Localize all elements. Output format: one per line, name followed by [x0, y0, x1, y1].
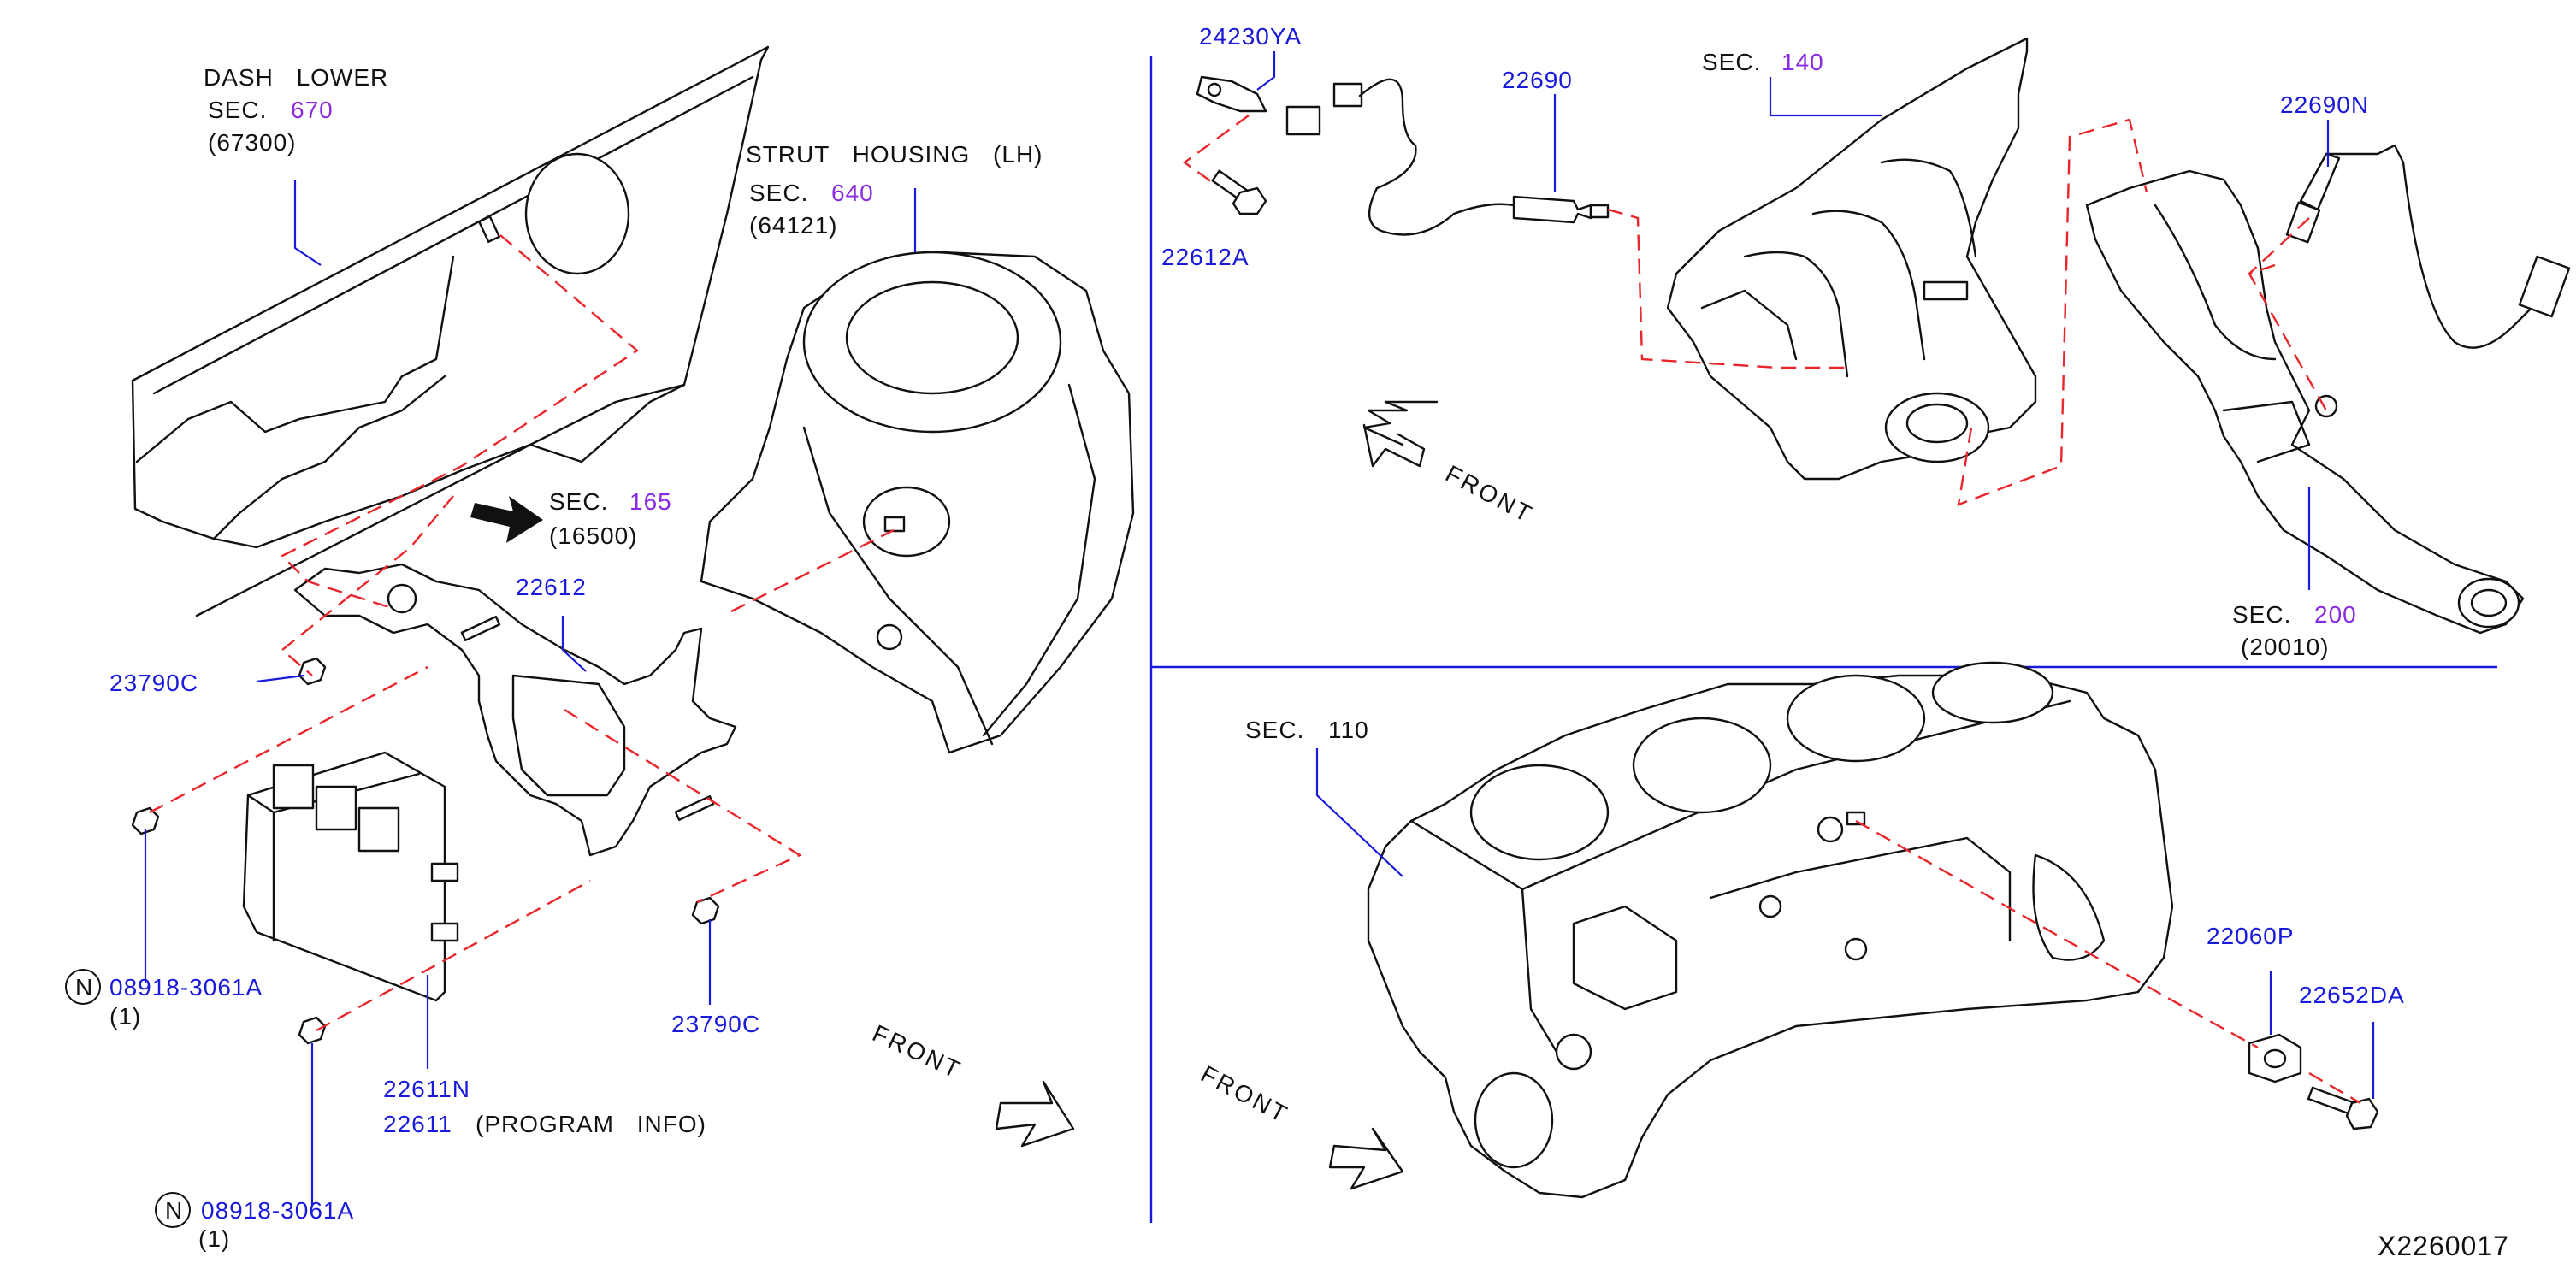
sec165-arrow	[470, 496, 543, 543]
exhaust-sec-num: 200	[2314, 601, 2357, 628]
exhaust-part: (20010)	[2241, 634, 2330, 660]
connection-lines-top-right	[1182, 115, 2328, 506]
connection-lines-block	[1855, 819, 2259, 1049]
o2-rear-part: 22690N	[2280, 91, 2369, 118]
bolt-clip-part: 22612A	[1161, 244, 1250, 270]
ecm-note: (PROGRAM INFO)	[476, 1111, 706, 1137]
engine-block	[1367, 661, 2174, 1199]
connection-lines-left	[149, 234, 895, 1032]
connection-lines-knock	[2308, 1071, 2361, 1105]
nut-right-part: 23790C	[671, 1011, 760, 1037]
o2-sensor-22690n	[2285, 144, 2571, 349]
nut-23790c-left	[298, 657, 327, 686]
bolt-a-prefix: N	[75, 974, 93, 1000]
ecm-unit	[242, 751, 459, 1002]
bracket-part: 22612	[516, 574, 587, 600]
bolt-22652da	[2307, 1086, 2379, 1130]
knock-bolt-part: 22652DA	[2299, 982, 2405, 1008]
clip-part: 24230YA	[1199, 23, 1302, 50]
manifold-sec-prefix: SEC.	[1702, 49, 1761, 75]
catalytic-converter	[2085, 169, 2525, 634]
o2-sensor-22690	[1285, 78, 1610, 236]
sec165-prefix: SEC.	[549, 488, 608, 515]
front-label-left: FRONT	[868, 1019, 966, 1083]
bolt-a-qty: (1)	[109, 1003, 141, 1030]
strut-housing-sec-num: 640	[831, 180, 874, 206]
block-sec-prefix: SEC.	[1245, 717, 1304, 743]
bolt-08918-3061a-a	[131, 806, 160, 835]
front-arrow-left	[995, 1080, 1075, 1148]
sec165-part: (16500)	[549, 522, 638, 549]
ecm-part-n: 22611N	[383, 1076, 470, 1102]
bolt-b-prefix: N	[165, 1197, 183, 1224]
clip-24230ya	[1196, 75, 1267, 113]
n-circle-a	[65, 969, 101, 1005]
sec165-num: 165	[629, 488, 672, 515]
bolt-b-qty: (1)	[198, 1225, 230, 1252]
dash-lower-title: DASH LOWER	[204, 64, 388, 91]
knock-part: 22060P	[2207, 923, 2295, 949]
leader-lines	[144, 51, 2375, 1206]
strut-housing-sec-prefix: SEC.	[749, 180, 808, 206]
front-arrow-bottom	[1328, 1127, 1404, 1190]
nut-23790c-right	[691, 896, 720, 925]
o2-front-part: 22690	[1502, 67, 1573, 93]
ecm-bracket	[293, 563, 737, 857]
dash-lower-panel	[131, 45, 770, 617]
exhaust-sec-prefix: SEC.	[2232, 601, 2291, 628]
bolt-b-part: 08918-3061A	[201, 1197, 354, 1224]
dash-lower-sec-prefix: SEC.	[208, 97, 267, 123]
dash-lower-part: (67300)	[208, 129, 297, 156]
front-label-top: FRONT	[1441, 460, 1538, 528]
bolt-a-part: 08918-3061A	[109, 974, 263, 1000]
strut-housing-part: (64121)	[749, 212, 838, 239]
strut-housing	[700, 251, 1135, 754]
n-circle-b	[155, 1192, 191, 1228]
front-arrow-top	[1362, 400, 1439, 468]
diagram-id: X2260017	[2378, 1231, 2509, 1261]
dash-lower-sec-num: 670	[291, 97, 334, 123]
nut-left-part: 23790C	[109, 670, 198, 696]
bolt-08918-3061a-b	[298, 1016, 327, 1045]
bolt-22612a	[1211, 169, 1267, 215]
front-label-bottom: FRONT	[1196, 1060, 1293, 1129]
strut-housing-title: STRUT HOUSING (LH)	[746, 141, 1043, 168]
block-sec-num: 110	[1328, 717, 1369, 743]
manifold-sec-num: 140	[1781, 49, 1824, 75]
ecm-part: 22611	[383, 1111, 452, 1137]
knock-sensor-22060p	[2248, 1033, 2302, 1083]
exhaust-manifold	[1666, 37, 2037, 481]
